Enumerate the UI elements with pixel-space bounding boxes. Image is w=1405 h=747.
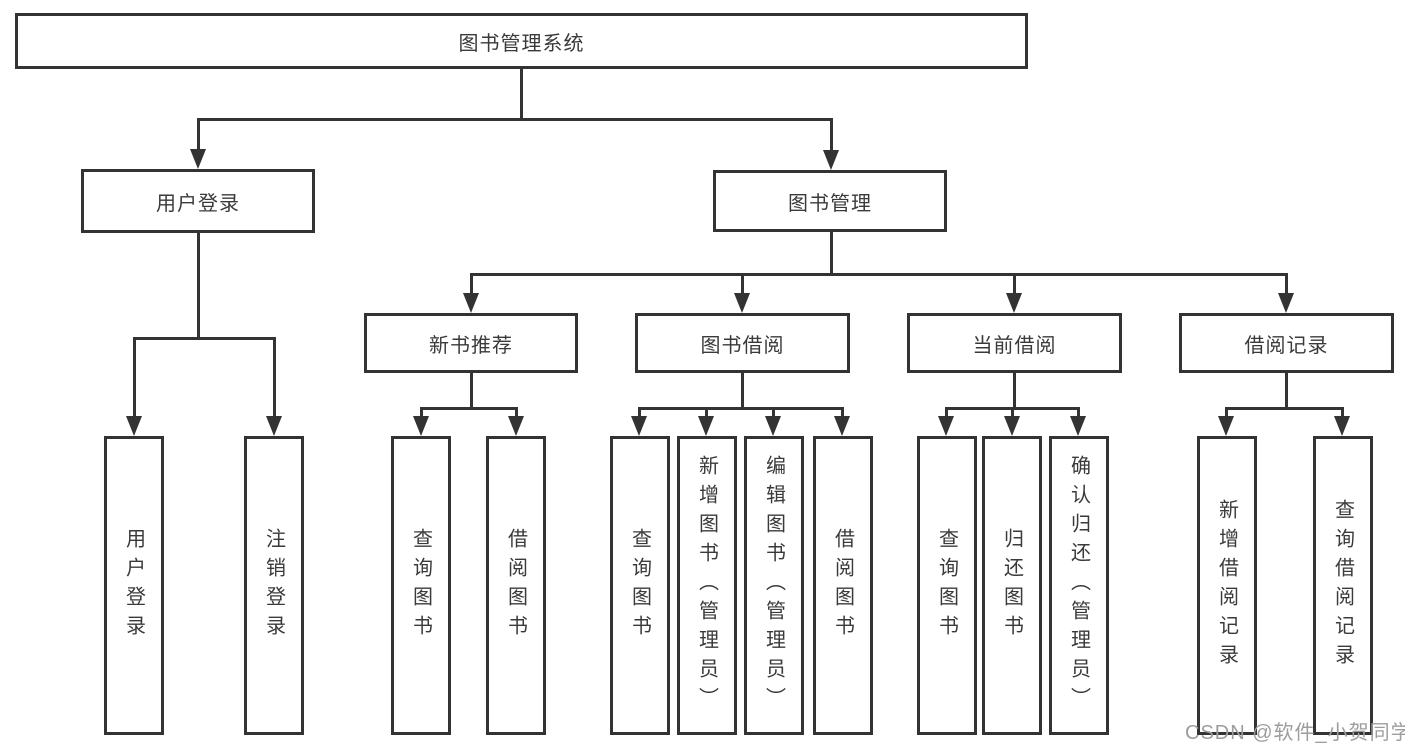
leaf-records-query: 查询借阅记录	[1313, 436, 1373, 735]
leaf-current-return: 归还图书	[982, 436, 1042, 735]
arrow-down-icon	[834, 416, 850, 436]
arrow-down-icon	[413, 416, 429, 436]
connector-line	[705, 407, 708, 418]
connector-line	[470, 273, 473, 295]
arrow-down-icon	[734, 293, 750, 313]
connector-line	[1225, 407, 1228, 418]
connector-line	[841, 407, 844, 418]
arrow-down-icon	[266, 416, 282, 436]
connector-line	[1013, 373, 1016, 407]
node-book-borrow: 图书借阅	[635, 313, 850, 373]
arrow-down-icon	[463, 293, 479, 313]
connector-line	[830, 118, 833, 151]
leaf-current-confirm-label: 确认归还（管理员）	[1067, 455, 1090, 716]
node-current-borrow: 当前借阅	[907, 313, 1122, 373]
arrow-down-icon	[1004, 416, 1020, 436]
connector-line	[1225, 407, 1343, 410]
node-current-borrow-label: 当前借阅	[972, 334, 1057, 357]
connector-line	[420, 407, 518, 410]
arrow-down-icon	[823, 150, 839, 170]
connector-line	[830, 232, 833, 273]
connector-line	[638, 407, 641, 418]
arrow-down-icon	[1070, 416, 1086, 436]
leaf-newbooks-borrow-label: 借阅图书	[504, 527, 527, 644]
node-borrow-records: 借阅记录	[1179, 313, 1394, 373]
arrow-down-icon	[1334, 416, 1350, 436]
leaf-current-confirm: 确认归还（管理员）	[1049, 436, 1109, 735]
connector-line	[1077, 407, 1080, 418]
arrow-down-icon	[765, 416, 781, 436]
leaf-borrow-borrow-label: 借阅图书	[831, 527, 854, 644]
node-root: 图书管理系统	[15, 13, 1028, 69]
connector-line	[638, 407, 844, 410]
leaf-current-query: 查询图书	[917, 436, 977, 735]
connector-line	[772, 407, 775, 418]
leaf-current-return-label: 归还图书	[1000, 527, 1023, 644]
leaf-records-add-label: 新增借阅记录	[1215, 498, 1238, 673]
connector-line	[1285, 273, 1288, 295]
connector-line	[1011, 407, 1014, 418]
arrow-down-icon	[126, 416, 142, 436]
connector-line	[197, 233, 200, 337]
leaf-current-query-label: 查询图书	[935, 527, 958, 644]
connector-line	[420, 407, 423, 418]
connector-line	[197, 118, 200, 151]
connector-line	[133, 337, 276, 340]
node-user-login: 用户登录	[81, 169, 315, 233]
node-book-borrow-label: 图书借阅	[700, 334, 785, 357]
connector-line	[1285, 373, 1288, 407]
leaf-borrow-edit: 编辑图书（管理员）	[744, 436, 804, 735]
leaf-logout: 注销登录	[244, 436, 304, 735]
arrow-down-icon	[190, 149, 206, 169]
connector-line	[515, 407, 518, 418]
arrow-down-icon	[631, 416, 647, 436]
leaf-user-login-label: 用户登录	[122, 527, 145, 644]
connector-line	[470, 273, 1288, 276]
connector-line	[945, 407, 948, 418]
node-borrow-records-label: 借阅记录	[1244, 334, 1329, 357]
leaf-records-add: 新增借阅记录	[1197, 436, 1257, 735]
connector-line	[133, 337, 136, 416]
connector-line	[741, 373, 744, 407]
arrow-down-icon	[508, 416, 524, 436]
csdn-watermark: CSDN @软件_小贺同学	[1185, 722, 1405, 744]
leaf-borrow-add-label: 新增图书（管理员）	[695, 455, 718, 716]
connector-line	[273, 337, 276, 416]
leaf-borrow-borrow: 借阅图书	[813, 436, 873, 735]
leaf-logout-label: 注销登录	[262, 527, 285, 644]
connector-line	[1013, 273, 1016, 295]
connector-line	[1341, 407, 1344, 418]
leaf-newbooks-query: 查询图书	[391, 436, 451, 735]
node-user-login-label: 用户登录	[156, 192, 240, 215]
node-book-mgmt-label: 图书管理	[788, 192, 872, 215]
connector-line	[470, 373, 473, 407]
connector-line	[197, 118, 833, 121]
arrow-down-icon	[1218, 416, 1234, 436]
node-new-books-label: 新书推荐	[429, 334, 513, 357]
node-new-books: 新书推荐	[364, 313, 578, 373]
leaf-borrow-query: 查询图书	[610, 436, 670, 735]
arrow-down-icon	[938, 416, 954, 436]
node-book-mgmt: 图书管理	[713, 170, 947, 232]
leaf-borrow-edit-label: 编辑图书（管理员）	[762, 455, 785, 716]
leaf-records-query-label: 查询借阅记录	[1331, 498, 1354, 673]
leaf-user-login: 用户登录	[104, 436, 164, 735]
connector-line	[741, 273, 744, 295]
arrow-down-icon	[1006, 293, 1022, 313]
node-root-label: 图书管理系统	[458, 32, 585, 55]
leaf-newbooks-borrow: 借阅图书	[486, 436, 546, 735]
arrow-down-icon	[1278, 293, 1294, 313]
leaf-borrow-query-label: 查询图书	[628, 527, 651, 644]
connector-line	[520, 69, 523, 118]
arrow-down-icon	[698, 416, 714, 436]
leaf-newbooks-query-label: 查询图书	[409, 527, 432, 644]
leaf-borrow-add: 新增图书（管理员）	[677, 436, 737, 735]
